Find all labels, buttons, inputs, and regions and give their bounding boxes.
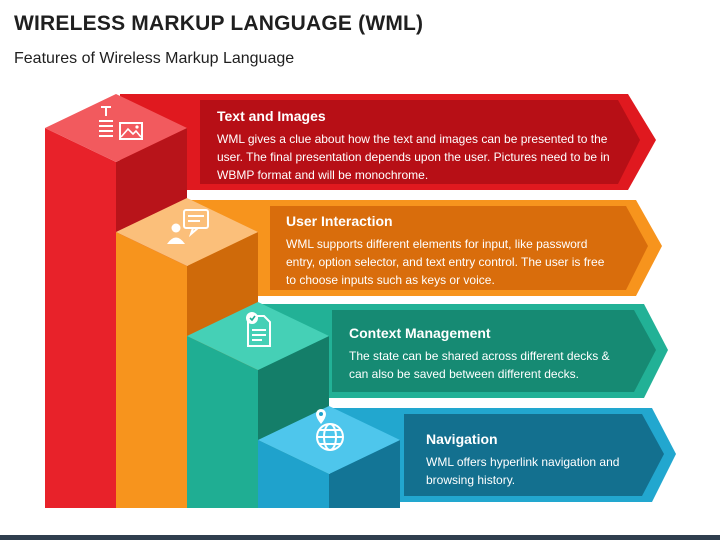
user-chat-icon (167, 209, 209, 244)
feature-description: The state can be shared across different… (349, 349, 610, 381)
text-image-icon (99, 106, 143, 140)
feature-card-user-interaction: User Interaction WML supports different … (286, 213, 616, 289)
banner-navigation (330, 408, 676, 502)
banner-context-management (258, 304, 668, 398)
globe-pin-icon (316, 409, 344, 451)
feature-title: Navigation (426, 431, 498, 447)
footer-bar (0, 535, 720, 540)
feature-title: Text and Images (217, 108, 326, 124)
feature-description: WML offers hyperlink navigation and brow… (426, 455, 620, 487)
feature-title: User Interaction (286, 213, 393, 229)
document-icon (246, 312, 271, 347)
feature-card-navigation: Navigation WML offers hyperlink navigati… (426, 431, 636, 489)
feature-description: WML supports different elements for inpu… (286, 237, 605, 287)
feature-card-context-management: Context Management The state can be shar… (349, 325, 629, 383)
page-subtitle: Features of Wireless Markup Language (14, 50, 295, 67)
feature-title: Context Management (349, 325, 491, 341)
column-blue (258, 406, 400, 508)
banner-text-and-images (120, 94, 656, 190)
page-title: WIRELESS MARKUP LANGUAGE (WML) (14, 12, 424, 35)
feature-description: WML gives a clue about how the text and … (217, 132, 610, 182)
feature-card-text-and-images: Text and Images WML gives a clue about h… (217, 108, 612, 184)
banner-user-interaction (188, 200, 662, 296)
